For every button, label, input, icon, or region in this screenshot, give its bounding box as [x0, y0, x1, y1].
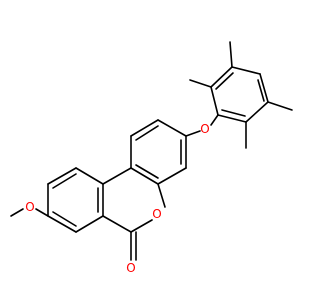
- right-benzene-ring: [130, 119, 187, 185]
- methyl-bond-3: [267, 101, 293, 111]
- molecule-canvas: O O O: [10, 41, 293, 275]
- ring-oxygen-label: O: [152, 207, 161, 221]
- ether-linkage: O: [185, 114, 219, 137]
- carbonyl-oxygen-label: O: [126, 261, 135, 275]
- methoxy-group: O: [10, 200, 49, 217]
- methyl-bond-2: [229, 41, 233, 68]
- structure-diagram: O O O: [10, 41, 293, 275]
- lactone-ring: O O: [102, 167, 166, 275]
- methoxy-oxygen-label: O: [25, 200, 34, 214]
- tetramethyl-benzene-ring: [189, 41, 293, 149]
- ether-oxygen-label: O: [200, 122, 209, 136]
- left-benzene-ring: [47, 167, 104, 233]
- methyl-bond-1: [189, 79, 212, 88]
